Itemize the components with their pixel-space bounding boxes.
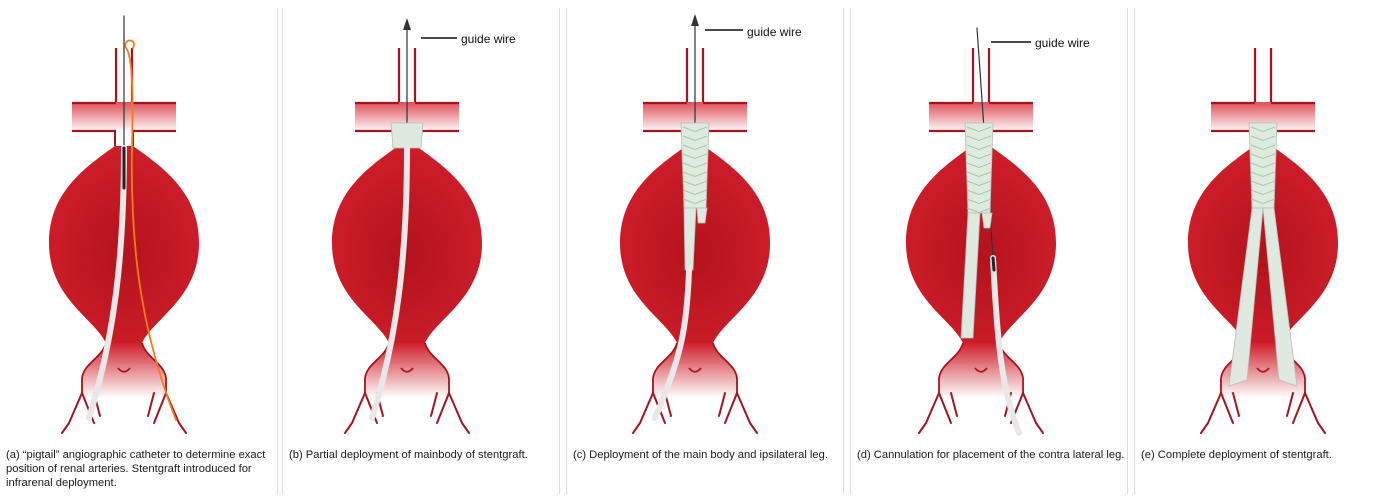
partial-graft	[391, 123, 423, 148]
panel-c: guide wire (c) Deployment of the main bo…	[566, 8, 844, 494]
suprarenal-aorta	[973, 48, 989, 103]
panel-e: (e) Complete deployment of stentgraft.	[1134, 8, 1395, 494]
caption-a: (a) “pigtail” angiographic catheter to d…	[6, 448, 274, 490]
panel-e-illustration	[1135, 8, 1395, 448]
suprarenal-aorta	[1255, 48, 1271, 103]
guide-wire-arrow	[403, 18, 411, 30]
iliac-branches	[1201, 393, 1325, 433]
panel-b-illustration	[283, 8, 561, 448]
guide-wire-label-d: guide wire	[1035, 36, 1090, 50]
iliac-bifurcation	[939, 343, 1023, 398]
guide-wire-arrow	[691, 14, 699, 26]
panel-c-illustration	[567, 8, 845, 448]
panel-d-illustration	[851, 8, 1129, 448]
iliac-branches	[919, 393, 1043, 433]
contralateral-gate	[697, 208, 707, 223]
guide-wire-label-b: guide wire	[461, 32, 516, 46]
panel-b: guide wire (b) Partial deployment of mai…	[282, 8, 560, 494]
panel-a: (a) “pigtail” angiographic catheter to d…	[0, 8, 278, 494]
caption-d: (d) Cannulation for placement of the con…	[857, 448, 1125, 462]
iliac-branches	[633, 393, 757, 433]
panel-d: guide wire (d) Cannulation for placement…	[850, 8, 1128, 494]
contralateral-gate	[982, 213, 992, 228]
caption-b: (b) Partial deployment of mainbody of st…	[289, 448, 557, 462]
graft-main-body	[681, 123, 709, 208]
iliac-branches	[345, 393, 469, 433]
caption-c: (c) Deployment of the main body and ipsi…	[573, 448, 841, 462]
guide-wire-label-c: guide wire	[747, 25, 802, 39]
caption-e: (e) Complete deployment of stentgraft.	[1141, 448, 1395, 462]
panel-a-illustration	[0, 8, 278, 448]
catheter-tip	[993, 258, 994, 270]
graft-main-body	[1249, 123, 1277, 208]
